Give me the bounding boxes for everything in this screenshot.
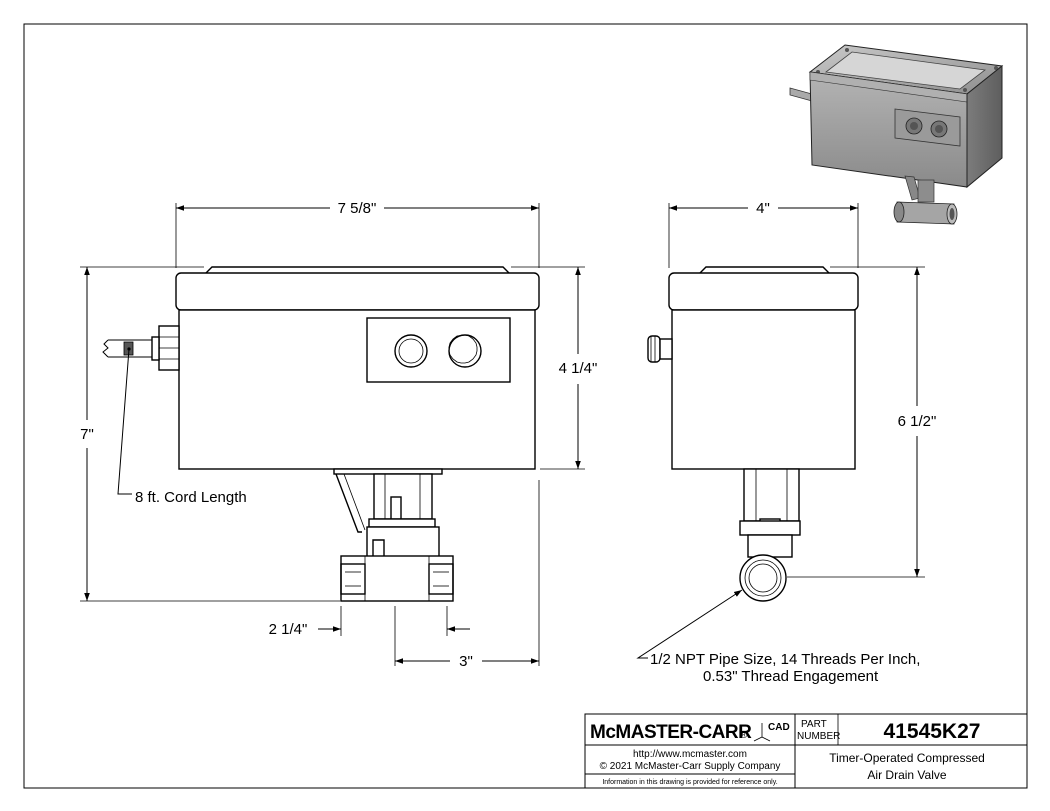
dim-port-offset: 2 1/4" [269,621,308,638]
valve-actuator [373,473,433,520]
copyright-text: © 2021 McMaster-Carr Supply Company [600,761,781,772]
side-dimensions: 4" 6 1/2" 1/2 NPT Pipe Size, 14 Threads … [636,200,937,685]
note-cord-length: 8 ft. Cord Length [135,489,247,506]
description-line1: Timer-Operated Compressed [829,751,985,765]
cad-label: CAD [768,722,790,733]
side-view [647,266,859,602]
front-view [102,266,540,602]
front-dimensions: 7 5/8" 7" 4 1/4" 2 1/4" 3" 8 ft. Cord Le… [80,200,597,670]
knob-left [394,334,428,368]
note-pipe-line2: 0.53" Thread Engagement [703,668,879,685]
part-number: 41545K27 [884,720,981,743]
dim-overall-width: 7 5/8" [338,200,377,217]
side-valve-port [739,554,787,602]
isometric-view [789,44,1004,225]
cad-icon [753,723,771,742]
dim-valve-length: 3" [459,653,473,670]
sheet-border [23,23,1028,789]
side-enclosure [671,309,856,470]
note-pipe-line1: 1/2 NPT Pipe Size, 14 Threads Per Inch, [650,651,920,668]
registered-mark: ® [740,730,748,741]
description-line2: Air Drain Valve [867,768,946,782]
side-lid [668,272,859,311]
knob-right [448,334,482,368]
website-link[interactable]: http://www.mcmaster.com [633,749,747,760]
dim-box-height: 4 1/4" [559,360,598,377]
brand-logo: McMASTER-CARR [590,722,752,743]
dim-side-height: 6 1/2" [898,413,937,430]
part-label: PART [801,719,827,730]
power-cord [108,339,152,358]
side-valve-actuator [743,468,800,522]
disclaimer-text: Information in this drawing is provided … [602,779,777,786]
control-panel [366,317,511,383]
dim-overall-height: 7" [80,426,94,443]
title-block: McMASTER-CARR ® CAD PART NUMBER 41545K27… [584,713,1028,789]
side-cord-gland [647,335,661,363]
dim-side-width: 4" [756,200,770,217]
front-lid [175,272,540,311]
number-label: NUMBER [797,731,840,742]
